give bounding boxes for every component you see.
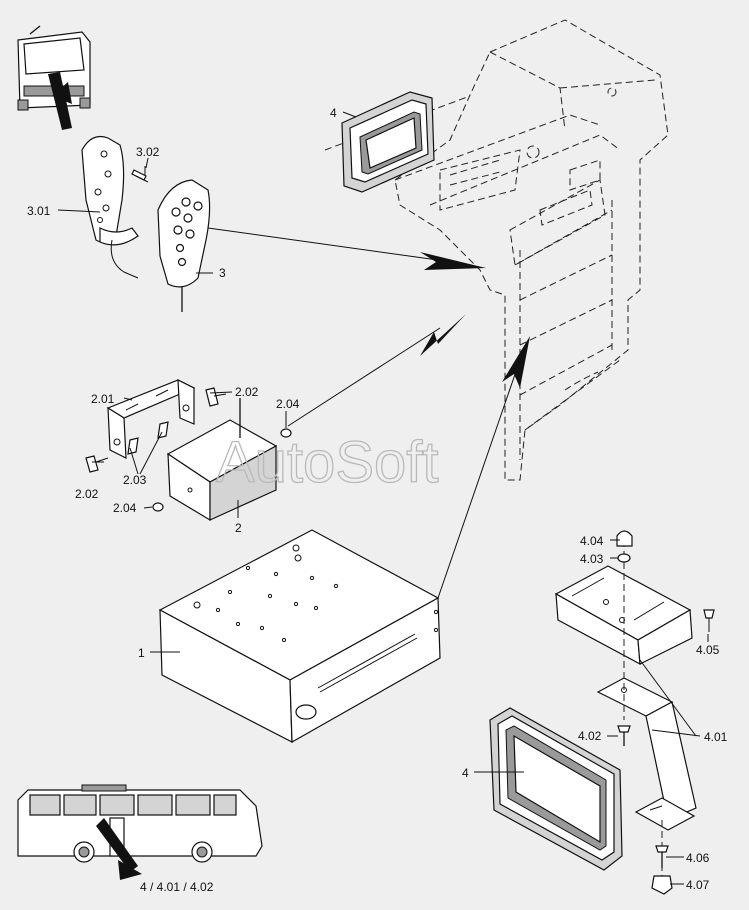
label-2: 2 [235, 521, 242, 535]
label-4-top: 4 [330, 106, 337, 120]
label-4-05: 4.05 [696, 643, 720, 657]
watermark: AutoSoft [216, 430, 438, 495]
label-3: 3 [219, 266, 226, 280]
label-2-01: 2.01 [91, 392, 115, 406]
display-4-top [341, 91, 435, 193]
bracket-2-01 [106, 379, 196, 459]
washer-2-04-right [280, 428, 292, 438]
washer-2-04-left [152, 502, 164, 512]
main-unit-1 [158, 529, 441, 744]
label-4-02: 4.02 [578, 729, 602, 743]
label-1: 1 [138, 646, 145, 660]
label-4-bottom: 4 [462, 766, 469, 780]
label-4-04: 4.04 [580, 534, 604, 548]
label-2-02-bottom: 2.02 [75, 487, 99, 501]
label-2-02-top: 2.02 [235, 385, 259, 399]
label-2-03: 2.03 [123, 473, 147, 487]
label-4-01: 4.01 [704, 730, 728, 744]
bus-front-icon [17, 25, 91, 130]
cap-4-04 [616, 530, 633, 547]
label-4-07: 4.07 [686, 878, 710, 892]
nut-4-07 [651, 875, 673, 895]
module-2 [166, 398, 278, 522]
display-4-bottom [489, 707, 623, 871]
label-4-03: 4.03 [580, 552, 604, 566]
arrows [207, 227, 530, 599]
screw-4-02 [617, 725, 631, 746]
label-4-06: 4.06 [686, 851, 710, 865]
label-bus-parts: 4 / 4.01 / 4.02 [140, 880, 214, 894]
label-2-04-top: 2.04 [276, 397, 300, 411]
remote-3 [157, 179, 211, 312]
screw-2-02-left [85, 455, 109, 473]
screw-4-06 [655, 845, 669, 868]
label-3-01: 3.01 [27, 204, 51, 218]
screw-2-03 [127, 421, 169, 455]
screw-3-02 [131, 166, 149, 183]
label-2-04-bottom: 2.04 [113, 501, 137, 515]
washer-4-03 [617, 553, 631, 563]
leader-lines [57, 157, 709, 885]
remote-holder-3-01 [81, 135, 139, 279]
bracket-4-01 [554, 565, 697, 831]
screw-4-05 [703, 609, 715, 632]
label-3-02: 3.02 [136, 145, 160, 159]
bus-side-icon [17, 784, 263, 880]
